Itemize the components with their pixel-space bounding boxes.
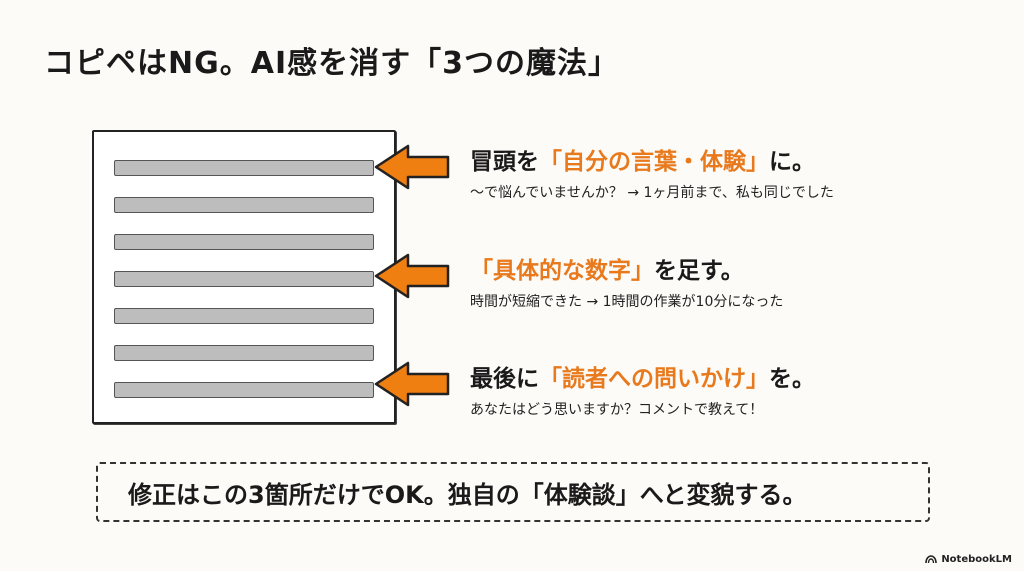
tip-example: 時間が短縮できた → 1時間の作業が10分になった [470,294,784,310]
summary-text: 修正はこの3箇所だけでOK。独自の「体験談」へと変貌する。 [128,480,807,509]
document-text-line [114,308,374,324]
tip-heading-text: を足す。 [654,258,744,284]
document-illustration [92,130,396,424]
tip-heading-text: 最後に [470,366,539,392]
tip-2: 「具体的な数字」を足す。 時間が短縮できた → 1時間の作業が10分になった [470,256,783,312]
document-text-line [114,345,374,361]
summary-box: 修正はこの3箇所だけでOK。独自の「体験談」へと変貌する。 [96,462,930,522]
tip-example: 〜で悩んでいませんか？ → 1ヶ月前まで、私も同じでした [470,185,834,201]
tip-1: 冒頭を「自分の言葉・体験」に。 〜で悩んでいませんか？ → 1ヶ月前まで、私も同… [470,147,834,203]
watermark-text: NotebookLM [941,554,1012,565]
tip-heading-accent: 「自分の言葉・体験」 [539,149,769,175]
left-arrow-icon [374,144,450,190]
document-text-line [114,271,374,287]
slide-title: コピペはNG。AI感を消す「3つの魔法」 [44,46,619,81]
left-arrow-icon [374,361,450,407]
tip-heading: 最後に「読者への問いかけ」を。 [470,364,815,394]
document-text-line [114,197,374,213]
tip-3: 最後に「読者への問いかけ」を。 あなたはどう思いますか？コメントで教えて！ [470,364,815,420]
left-arrow-icon [374,253,450,299]
tip-example: あなたはどう思いますか？コメントで教えて！ [470,402,764,418]
tip-heading-text: に。 [769,149,815,175]
document-text-line [114,234,374,250]
watermark: NotebookLM [925,554,1012,565]
tip-heading-accent: 「読者への問いかけ」 [539,366,769,392]
document-text-line [114,160,374,176]
tip-heading-text: 冒頭を [470,149,539,175]
tip-heading: 「具体的な数字」を足す。 [470,256,783,286]
tip-heading: 冒頭を「自分の言葉・体験」に。 [470,147,834,177]
tip-heading-accent: 「具体的な数字」 [470,258,654,284]
tip-heading-text: を。 [769,366,815,392]
document-text-line [114,382,374,398]
notebooklm-logo-icon [925,555,938,564]
